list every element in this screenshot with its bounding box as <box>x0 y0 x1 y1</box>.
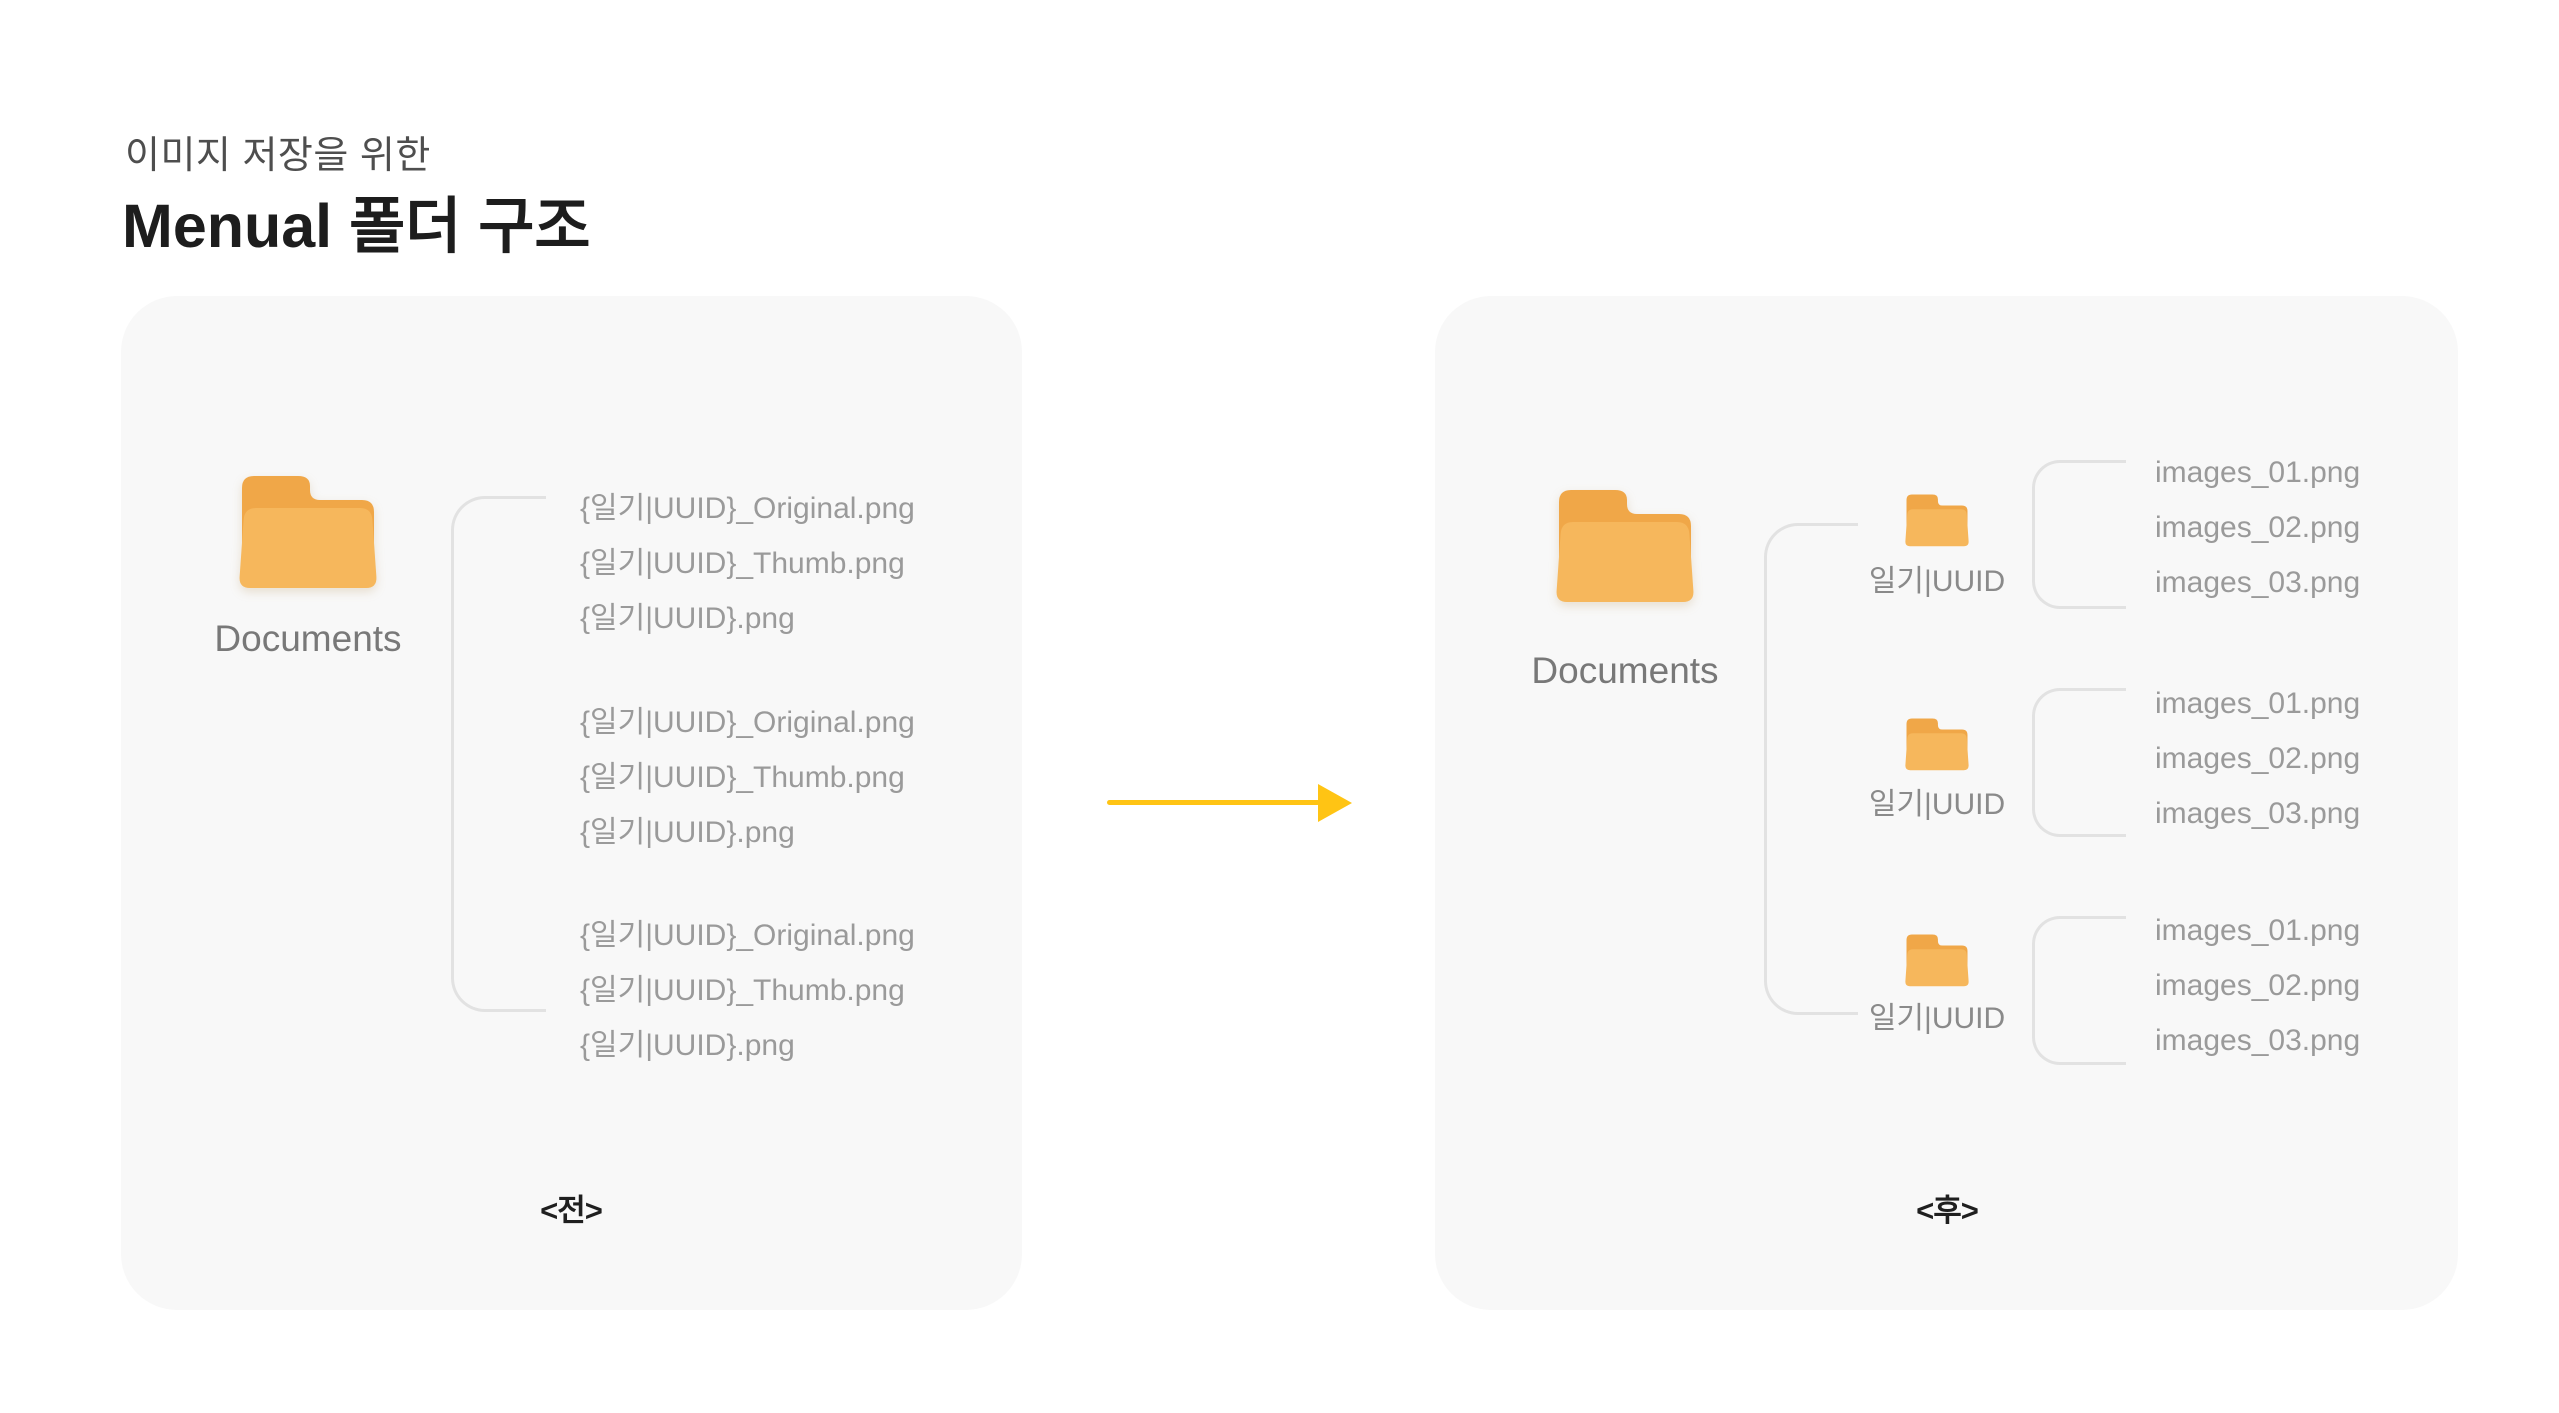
file-group: images_01.png images_02.png images_03.pn… <box>2155 903 2360 1068</box>
file-name: {일기|UUID}_Original.png <box>580 919 915 952</box>
file-name: images_02.png <box>2155 742 2361 775</box>
folder-icon <box>1905 934 1969 987</box>
folder-icon <box>239 476 377 588</box>
arrow-right-icon <box>1107 800 1320 805</box>
file-name: {일기|UUID}.png <box>580 1029 795 1062</box>
after-panel: Documents 일기|UUID images_01.png images_0… <box>1435 296 2458 1310</box>
file-name: {일기|UUID}.png <box>580 816 795 849</box>
page-subtitle: 이미지 저장을 위한 <box>125 135 431 177</box>
file-group: images_01.png images_02.png images_03.pn… <box>2155 445 2360 610</box>
file-name: images_03.png <box>2155 566 2361 599</box>
file-name: {일기|UUID}_Thumb.png <box>580 547 905 580</box>
before-panel: Documents {일기|UUID}_Original.png {일기|UUI… <box>121 296 1022 1310</box>
folder-icon <box>1905 718 1969 771</box>
file-name: {일기|UUID}_Original.png <box>580 706 915 739</box>
arrow-right-icon <box>1318 784 1352 822</box>
file-name: {일기|UUID}_Thumb.png <box>580 761 905 794</box>
file-name: images_01.png <box>2155 914 2361 947</box>
folder-icon <box>1556 490 1694 602</box>
folder-icon <box>1905 494 1969 547</box>
file-group: {일기|UUID}_Original.png {일기|UUID}_Thumb.p… <box>580 908 915 1073</box>
file-name: images_01.png <box>2155 687 2361 720</box>
file-name: images_03.png <box>2155 1024 2361 1057</box>
file-group: {일기|UUID}_Original.png {일기|UUID}_Thumb.p… <box>580 481 915 646</box>
tree-connector <box>451 496 546 1012</box>
tree-connector <box>1764 523 1858 1015</box>
tree-connector <box>2032 460 2126 609</box>
file-group: images_01.png images_02.png images_03.pn… <box>2155 676 2360 841</box>
before-caption: <전> <box>540 1193 603 1228</box>
documents-folder-label: Documents <box>1531 650 1719 691</box>
subfolder-label: 일기|UUID <box>1868 565 2006 598</box>
subfolder-label: 일기|UUID <box>1868 1002 2006 1035</box>
file-name: {일기|UUID}.png <box>580 602 795 635</box>
file-name: images_03.png <box>2155 797 2361 830</box>
file-name: {일기|UUID}_Thumb.png <box>580 974 905 1007</box>
file-name: images_02.png <box>2155 969 2361 1002</box>
tree-connector <box>2032 688 2126 837</box>
after-caption: <후> <box>1916 1193 1979 1228</box>
file-name: images_01.png <box>2155 456 2361 489</box>
file-group: {일기|UUID}_Original.png {일기|UUID}_Thumb.p… <box>580 695 915 860</box>
page-title: Menual 폴더 구조 <box>122 192 591 260</box>
documents-folder-label: Documents <box>214 618 402 659</box>
tree-connector <box>2032 916 2126 1065</box>
subfolder-label: 일기|UUID <box>1868 788 2006 821</box>
file-name: images_02.png <box>2155 511 2361 544</box>
file-name: {일기|UUID}_Original.png <box>580 492 915 525</box>
